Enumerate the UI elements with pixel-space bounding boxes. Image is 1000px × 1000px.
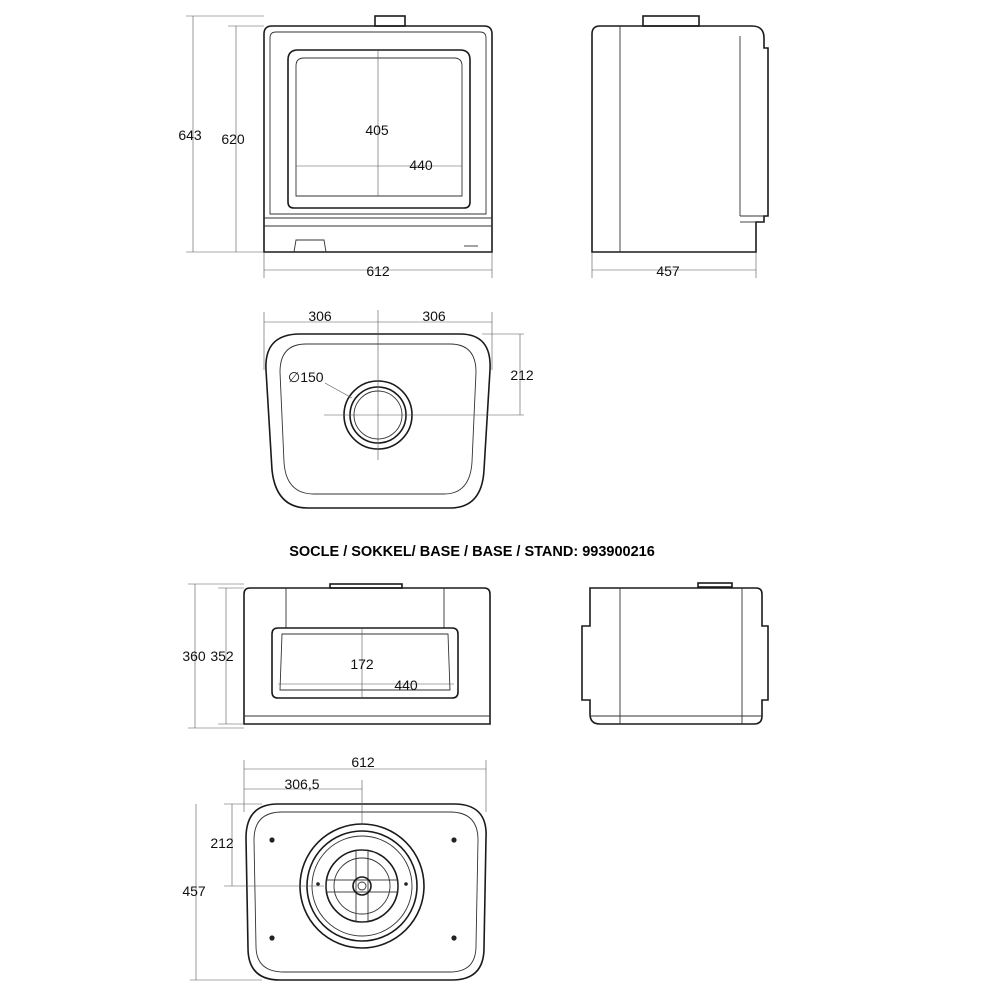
base-bottom-view: 612 306,5 212 457: [182, 754, 487, 981]
stove-front-view: 643 620 405 440 612: [178, 15, 493, 279]
top-left-half-label: 306: [308, 308, 332, 324]
base-opening-width-label: 440: [394, 677, 418, 693]
window-height-label: 405: [365, 122, 389, 138]
base-side-view: [581, 582, 769, 725]
bottom-depth-label: 457: [182, 883, 206, 899]
stove-depth-label: 457: [656, 263, 680, 279]
stove-height-body-label: 620: [221, 131, 245, 147]
base-height-total-label: 360: [182, 648, 206, 664]
top-flue-offset-label: 212: [510, 367, 534, 383]
stove-top-view: 306 306 212 ∅150: [263, 308, 534, 509]
bottom-width-label: 612: [351, 754, 375, 770]
stove-side-view: 457: [591, 15, 769, 279]
base-section-title: SOCLE / SOKKEL/ BASE / BASE / STAND: 993…: [289, 544, 655, 560]
bottom-half-width-label: 306,5: [284, 776, 319, 792]
stove-height-total-label: 643: [178, 127, 202, 143]
base-height-body-label: 352: [210, 648, 234, 664]
bottom-flue-offset-label: 212: [210, 835, 234, 851]
window-width-label: 440: [409, 157, 433, 173]
bottom-damper-disc: [325, 849, 399, 923]
flue-diameter-label: ∅150: [288, 369, 324, 385]
stove-width-label: 612: [366, 263, 390, 279]
base-front-view: 360 352 172 440: [182, 583, 491, 729]
base-opening-height-label: 172: [350, 656, 374, 672]
top-right-half-label: 306: [422, 308, 446, 324]
